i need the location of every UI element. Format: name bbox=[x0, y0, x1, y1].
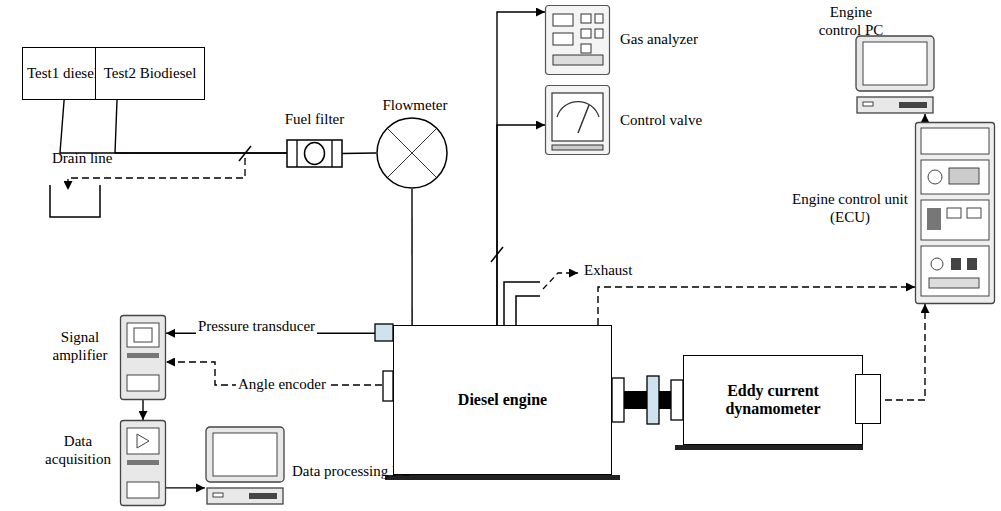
gas-analyzer: Gas analyzer bbox=[545, 5, 610, 75]
computer: Data processing PC bbox=[205, 426, 285, 505]
acquisition-unit-icon bbox=[120, 420, 166, 506]
connector bbox=[115, 100, 287, 153]
node-label: Flowmeter bbox=[370, 96, 460, 114]
node-label: Signal amplifier bbox=[44, 328, 116, 364]
exhaust-pipe bbox=[504, 282, 540, 325]
control-unit: Engine control unit (ECU) bbox=[915, 122, 995, 304]
computer-icon bbox=[855, 35, 935, 114]
node-label: Engine control unit (ECU) bbox=[788, 190, 912, 226]
fuel-filter: Fuel filter bbox=[287, 140, 342, 167]
connector-label: Angle encoder bbox=[236, 376, 328, 393]
engine-flange bbox=[612, 378, 624, 422]
gas-analyzer-icon bbox=[545, 5, 610, 75]
computer: Engine control PC bbox=[855, 35, 935, 114]
control-unit-icon bbox=[915, 122, 995, 304]
control-valve: Control valve bbox=[545, 85, 610, 155]
dynamometer-end-cap bbox=[855, 374, 881, 424]
drain-tray bbox=[50, 185, 100, 217]
node-label: Fuel filter bbox=[262, 110, 367, 128]
angle-encoder bbox=[383, 371, 393, 401]
node-label: Gas analyzer bbox=[620, 30, 740, 48]
connector bbox=[60, 100, 287, 153]
annotation-label: Exhaust bbox=[582, 262, 634, 279]
dynamometer-box: Eddy current dynamometer bbox=[683, 355, 863, 445]
exhaust-arrow bbox=[543, 273, 578, 289]
acquisition-unit: Data acquisition bbox=[120, 420, 166, 506]
fuel-tank-cell: Test2 Biodiesel bbox=[95, 47, 205, 100]
node-text: Test1 diesel bbox=[23, 63, 102, 84]
node-text: Diesel engine bbox=[454, 389, 551, 411]
flowmeter-icon bbox=[376, 117, 448, 189]
node-label: Control valve bbox=[620, 111, 740, 129]
connector bbox=[598, 287, 915, 325]
connector bbox=[166, 487, 205, 488]
dynamometer-base bbox=[675, 445, 863, 450]
pressure-transducer bbox=[375, 324, 393, 341]
connector bbox=[142, 400, 143, 420]
fuel-filter-icon bbox=[287, 140, 342, 167]
connector bbox=[497, 12, 545, 325]
shaft-coupling bbox=[647, 376, 659, 424]
engine-base bbox=[385, 475, 620, 480]
node-text: Test2 Biodiesel bbox=[100, 63, 201, 84]
node-label: Engine control PC bbox=[808, 3, 894, 39]
fuel-tank-cell: Test1 diesel bbox=[22, 47, 103, 100]
connector bbox=[497, 125, 545, 325]
node-label: Data acquisition bbox=[38, 432, 118, 468]
connector-label: Pressure transducer bbox=[196, 318, 317, 335]
computer-icon bbox=[205, 426, 285, 505]
engine-box: Diesel engine bbox=[393, 325, 612, 475]
control-valve-icon bbox=[545, 85, 610, 155]
connector bbox=[924, 114, 925, 122]
connector bbox=[342, 152, 376, 154]
amplifier-unit: Signal amplifier bbox=[120, 315, 166, 400]
connector bbox=[411, 189, 413, 325]
node-text: Eddy current dynamometer bbox=[684, 380, 862, 421]
annotation-label: Drain line bbox=[50, 150, 114, 167]
amplifier-unit-icon bbox=[120, 315, 166, 400]
dynamometer-flange bbox=[671, 380, 683, 420]
flowmeter: Flowmeter bbox=[376, 117, 448, 189]
